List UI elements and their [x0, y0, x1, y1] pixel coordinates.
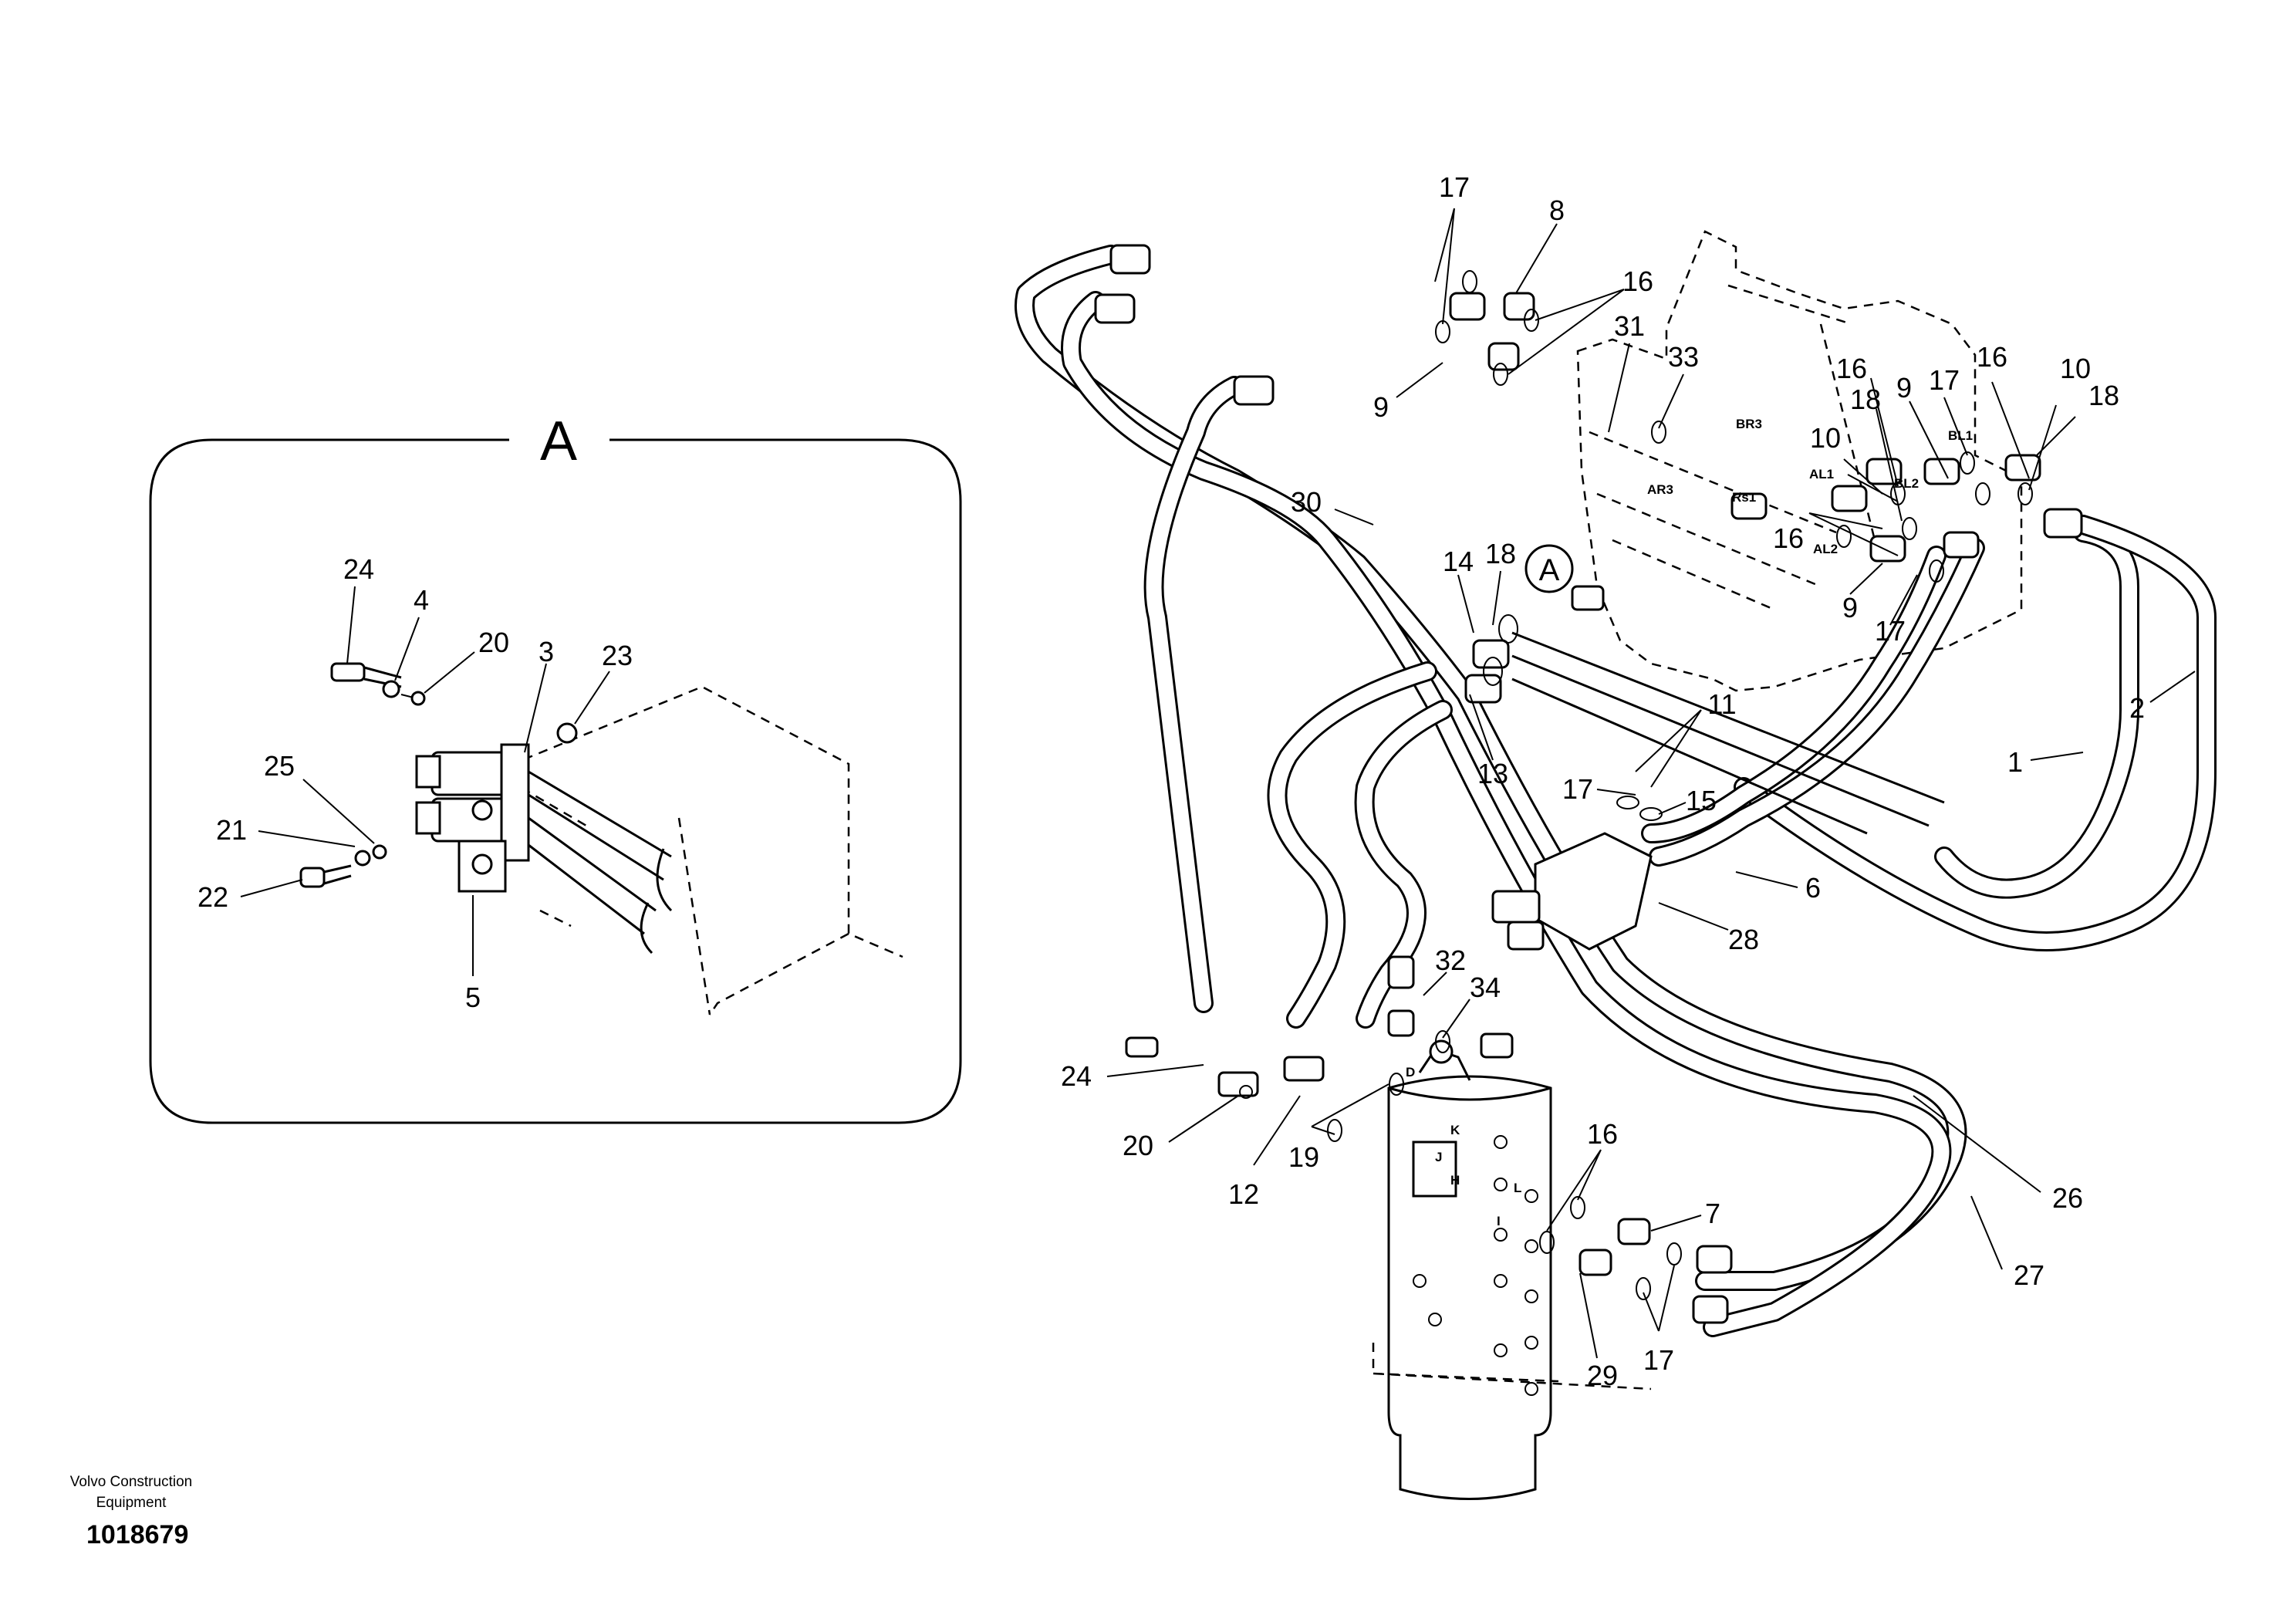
callout-6: 6 [1805, 872, 1821, 904]
callout-29: 29 [1587, 1360, 1618, 1391]
callout-18: 18 [1850, 384, 1881, 415]
port-label-bl2: BL2 [1894, 476, 1919, 491]
main-assembly: A BR3 AR3 Rs1 AL1 AL2 BL2 BL1 D K J H I … [1015, 171, 2217, 1500]
port-label-rs1: Rs1 [1732, 490, 1756, 505]
callout-17: 17 [1643, 1344, 1674, 1376]
callout-9: 9 [1896, 372, 1912, 404]
callout-10: 10 [2060, 353, 2091, 384]
callout-17: 17 [1439, 171, 1470, 203]
callout-16: 16 [1773, 522, 1804, 554]
callout-18: 18 [1485, 538, 1516, 569]
inset-callout-4: 4 [414, 584, 429, 616]
callout-13: 13 [1477, 758, 1508, 789]
callout-16: 16 [1836, 353, 1867, 384]
inset-callout-20: 20 [478, 627, 509, 658]
callout-17: 17 [1875, 615, 1906, 647]
inset-callout-23: 23 [602, 640, 633, 671]
port-labels: BR3 AR3 Rs1 AL1 AL2 BL2 BL1 D K J H I L [1406, 417, 1973, 1228]
footer: Volvo Construction Equipment 1018679 [70, 1474, 192, 1549]
main-callouts: 17 8 16 31 33 9 30 16 18 9 17 16 10 18 1… [1061, 171, 2145, 1391]
detail-a-marker [1524, 544, 1574, 593]
callout-9: 9 [1373, 391, 1389, 423]
callout-24: 24 [1061, 1060, 1092, 1092]
brand-line-2: Equipment [96, 1495, 167, 1511]
detail-title: A [540, 411, 577, 472]
inset-structure-outline [493, 685, 903, 1015]
port-label-ar3: AR3 [1647, 482, 1673, 497]
main-leaders [1106, 208, 2196, 1359]
callout-14: 14 [1443, 546, 1474, 577]
callout-2: 2 [2129, 692, 2145, 724]
callout-12: 12 [1228, 1178, 1259, 1210]
callout-9: 9 [1842, 592, 1858, 623]
callout-16: 16 [1587, 1118, 1618, 1150]
callout-15: 15 [1686, 785, 1717, 816]
callout-17: 17 [1929, 364, 1960, 396]
inset-callout-25: 25 [264, 750, 295, 782]
callout-33: 33 [1668, 341, 1699, 373]
callout-19: 19 [1288, 1141, 1319, 1173]
callout-10: 10 [1810, 422, 1841, 454]
port-label-k: K [1450, 1123, 1460, 1137]
port-label-l: L [1514, 1181, 1521, 1195]
port-label-br3: BR3 [1736, 417, 1762, 431]
port-label-h: H [1450, 1173, 1460, 1188]
port-label-j: J [1435, 1150, 1442, 1164]
port-label-d: D [1406, 1065, 1415, 1080]
inset-fasteners [299, 662, 426, 888]
inset-callout-3: 3 [539, 636, 554, 667]
callout-1: 1 [2007, 746, 2023, 778]
control-valve-outline [1576, 230, 2023, 692]
callout-11: 11 [1707, 688, 1736, 720]
port-label-al2: AL2 [1813, 542, 1838, 556]
inset-clamp-assembly [339, 674, 673, 955]
brand-line-1: Volvo Construction [70, 1474, 192, 1490]
swivel-joint [1372, 1039, 1652, 1500]
port-label-al1: AL1 [1809, 467, 1834, 482]
inset-callout-22: 22 [198, 881, 228, 913]
port-label-bl1: BL1 [1948, 428, 1973, 443]
callout-16: 16 [1622, 265, 1653, 297]
inset-leaders [240, 586, 610, 976]
callout-34: 34 [1470, 972, 1501, 1003]
callout-7: 7 [1705, 1198, 1720, 1229]
detail-a-inset: A [149, 411, 962, 1124]
callout-16: 16 [1977, 341, 2007, 373]
callout-32: 32 [1435, 944, 1466, 976]
callout-26: 26 [2052, 1182, 2083, 1214]
detail-frame [149, 438, 962, 1124]
callout-31: 31 [1614, 310, 1645, 342]
port-label-i: I [1497, 1214, 1501, 1228]
callout-18: 18 [2088, 380, 2119, 411]
hoses [1015, 245, 2217, 1337]
callout-28: 28 [1728, 924, 1759, 955]
callout-27: 27 [2014, 1259, 2044, 1291]
inset-callout-5: 5 [465, 982, 481, 1013]
detail-a-marker-letter: A [1539, 553, 1560, 587]
inset-callout-24: 24 [343, 553, 374, 585]
distribution-block [1491, 832, 1653, 951]
document-number: 1018679 [86, 1520, 188, 1549]
callout-8: 8 [1549, 194, 1565, 226]
inset-callout-21: 21 [216, 814, 247, 846]
callout-30: 30 [1291, 486, 1322, 518]
fittings [1094, 244, 2083, 1324]
callout-17: 17 [1562, 773, 1593, 805]
callout-20: 20 [1123, 1130, 1153, 1161]
